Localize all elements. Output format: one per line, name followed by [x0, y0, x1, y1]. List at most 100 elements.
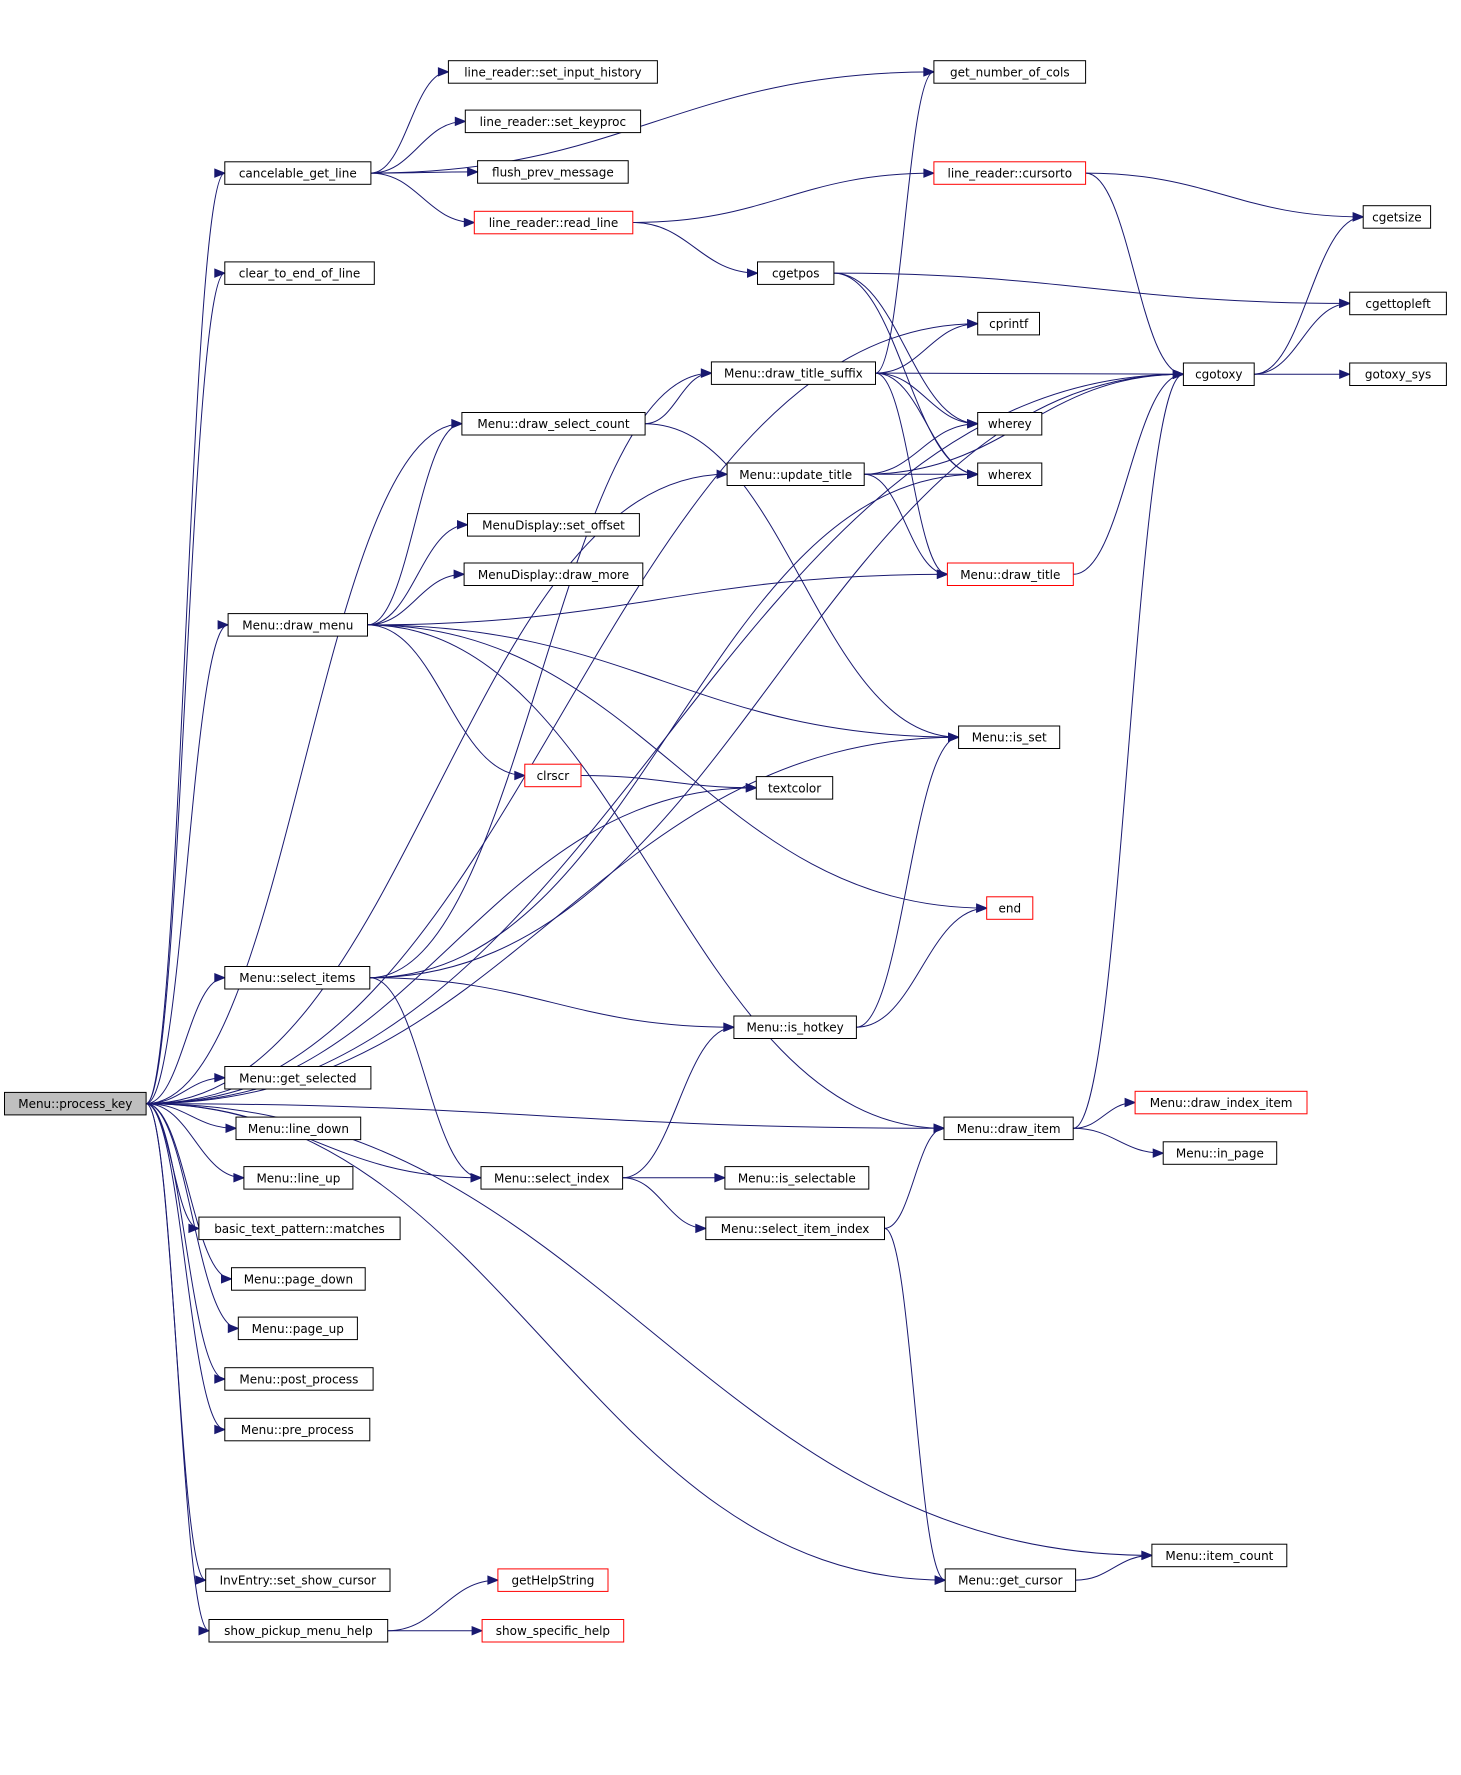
node-label: Menu::get_cursor [958, 1574, 1062, 1588]
node-label: gotoxy_sys [1365, 368, 1431, 382]
node-label: Menu::draw_title [960, 568, 1060, 582]
node-select-item-index[interactable]: Menu::select_item_index [705, 1216, 885, 1241]
node-label: textcolor [768, 781, 821, 795]
node-line-up[interactable]: Menu::line_up [243, 1166, 354, 1190]
node-draw-more[interactable]: MenuDisplay::draw_more [463, 562, 644, 586]
arrowhead-select_index-to-is_hotkey [723, 1022, 736, 1032]
node-set-keyproc[interactable]: line_reader::set_keyproc [464, 109, 642, 134]
node-matches[interactable]: basic_text_pattern::matches [198, 1216, 401, 1241]
call-edge-cgotoxy-to-cgetsize [1254, 216, 1364, 375]
node-end[interactable]: end [986, 896, 1034, 920]
node-show-specific-help[interactable]: show_specific_help [481, 1619, 625, 1643]
node-wherey[interactable]: wherey [977, 412, 1043, 436]
call-edge-draw_item-to-cgotoxy [1073, 373, 1184, 1129]
node-box [227, 613, 368, 637]
node-post-process[interactable]: Menu::post_process [224, 1367, 374, 1391]
node-box [1349, 291, 1447, 316]
node-getHelpString[interactable]: getHelpString [497, 1568, 609, 1592]
node-draw-title[interactable]: Menu::draw_title [946, 562, 1074, 586]
node-box [224, 1066, 372, 1090]
node-process-key[interactable]: Menu::process_key [4, 1091, 147, 1116]
arrowhead-process_key-to-clear_to_end_of_line [214, 268, 227, 278]
node-cancelable-get-line[interactable]: cancelable_get_line [224, 161, 372, 185]
node-box [986, 896, 1034, 920]
call-edge-cursorto-to-cgetsize [1085, 172, 1364, 218]
node-draw-item[interactable]: Menu::draw_item [943, 1116, 1074, 1141]
node-cgetsize[interactable]: cgetsize [1362, 205, 1432, 229]
call-edge-cancelable_get_line-to-set_keyproc [370, 120, 466, 174]
arrowhead-select_index-to-is_selectable [714, 1173, 727, 1183]
node-label: Menu::line_up [256, 1171, 340, 1185]
node-set-show-cursor[interactable]: InvEntry::set_show_cursor [205, 1568, 391, 1592]
node-label: Menu::update_title [739, 468, 852, 482]
node-in-page[interactable]: Menu::in_page [1162, 1141, 1278, 1165]
node-set-offset[interactable]: MenuDisplay::set_offset [467, 513, 640, 537]
node-textcolor[interactable]: textcolor [755, 776, 834, 800]
node-wherex[interactable]: wherex [977, 462, 1043, 486]
node-page-up[interactable]: Menu::page_up [237, 1316, 358, 1341]
node-cgotoxy[interactable]: cgotoxy [1182, 362, 1255, 386]
node-cprintf[interactable]: cprintf [977, 311, 1041, 336]
node-box [943, 1116, 1074, 1141]
node-select-index[interactable]: Menu::select_index [480, 1166, 624, 1190]
node-line-down[interactable]: Menu::line_down [235, 1116, 362, 1141]
node-item-count[interactable]: Menu::item_count [1151, 1543, 1288, 1568]
node-label: Menu::draw_item [957, 1122, 1061, 1136]
node-show-pickup-menu-help[interactable]: show_pickup_menu_help [208, 1619, 389, 1643]
call-edge-cancelable_get_line-to-read_line [370, 172, 475, 223]
arrowhead-process_key-to-matches [188, 1223, 201, 1234]
node-box [524, 763, 582, 788]
node-get-cursor[interactable]: Menu::get_cursor [944, 1568, 1077, 1592]
node-label: wherex [988, 468, 1032, 482]
node-label: show_pickup_menu_help [224, 1624, 373, 1638]
node-clear-to-end-of-line[interactable]: clear_to_end_of_line [224, 261, 375, 285]
node-draw-index-item[interactable]: Menu::draw_index_item [1134, 1090, 1308, 1115]
call-edge-draw_title_suffix-to-draw_title [875, 372, 948, 575]
call-edge-is_hotkey-to-end [856, 907, 987, 1028]
node-box [467, 513, 640, 537]
arrowhead-get_cursor-to-item_count [1141, 1550, 1154, 1561]
arrowhead-process_key-to-page_up [227, 1323, 240, 1334]
node-label: Menu::select_items [239, 971, 355, 985]
node-clrscr[interactable]: clrscr [524, 763, 582, 788]
node-box [447, 60, 658, 84]
node-get-number-of-cols[interactable]: get_number_of_cols [933, 60, 1087, 84]
node-pre-process[interactable]: Menu::pre_process [224, 1417, 371, 1442]
arrowhead-process_key-to-select_items [214, 972, 227, 983]
node-cgettopleft[interactable]: cgettopleft [1349, 291, 1447, 316]
node-is-selectable[interactable]: Menu::is_selectable [724, 1166, 870, 1190]
arrowhead-draw_item-to-in_page [1152, 1148, 1165, 1158]
node-is-set[interactable]: Menu::is_set [958, 725, 1061, 749]
call-edge-select_items-to-is_hotkey [369, 977, 734, 1028]
node-set-input-history[interactable]: line_reader::set_input_history [447, 60, 658, 84]
node-box [237, 1316, 358, 1341]
call-edge-draw_menu-to-end [367, 624, 987, 909]
node-update-title[interactable]: Menu::update_title [726, 462, 865, 486]
arrowhead-select_item_index-to-draw_item [933, 1123, 946, 1134]
node-select-items[interactable]: Menu::select_items [224, 966, 371, 990]
node-flush-prev-message[interactable]: flush_prev_message [477, 160, 629, 184]
arrowhead-show_pickup_menu_help-to-show_specific_help [471, 1625, 484, 1636]
arrowhead-cancelable_get_line-to-flush_prev_message [467, 167, 479, 177]
node-cgetpos[interactable]: cgetpos [757, 261, 835, 285]
node-draw-title-suffix[interactable]: Menu::draw_title_suffix [710, 361, 877, 385]
arrowhead-is_hotkey-to-end [976, 903, 989, 913]
node-cursorto[interactable]: line_reader::cursorto [933, 161, 1087, 185]
call-edge-process_key-to-pre_process [145, 1103, 225, 1430]
node-is-hotkey[interactable]: Menu::is_hotkey [733, 1015, 857, 1039]
node-page-down[interactable]: Menu::page_down [231, 1267, 366, 1291]
node-get-selected[interactable]: Menu::get_selected [224, 1066, 372, 1090]
node-read-line[interactable]: line_reader::read_line [473, 210, 634, 235]
call-edge-draw_title_suffix-to-cprintf [875, 323, 978, 374]
node-label: cgetpos [772, 267, 820, 281]
node-label: Menu::page_down [244, 1272, 353, 1286]
node-draw-menu[interactable]: Menu::draw_menu [227, 613, 368, 637]
call-edge-draw_menu-to-draw_more [367, 573, 465, 626]
call-edge-draw_title_suffix-to-get_number_of_cols [875, 71, 935, 374]
node-gotoxy-sys[interactable]: gotoxy_sys [1349, 362, 1447, 386]
arrowhead-process_key-to-draw_menu [217, 620, 230, 630]
node-box [757, 261, 835, 285]
arrowhead-draw_item-to-draw_index_item [1124, 1097, 1137, 1108]
node-draw-select-count[interactable]: Menu::draw_select_count [461, 412, 646, 436]
call-edge-draw_title_suffix-to-wherey [875, 372, 978, 425]
